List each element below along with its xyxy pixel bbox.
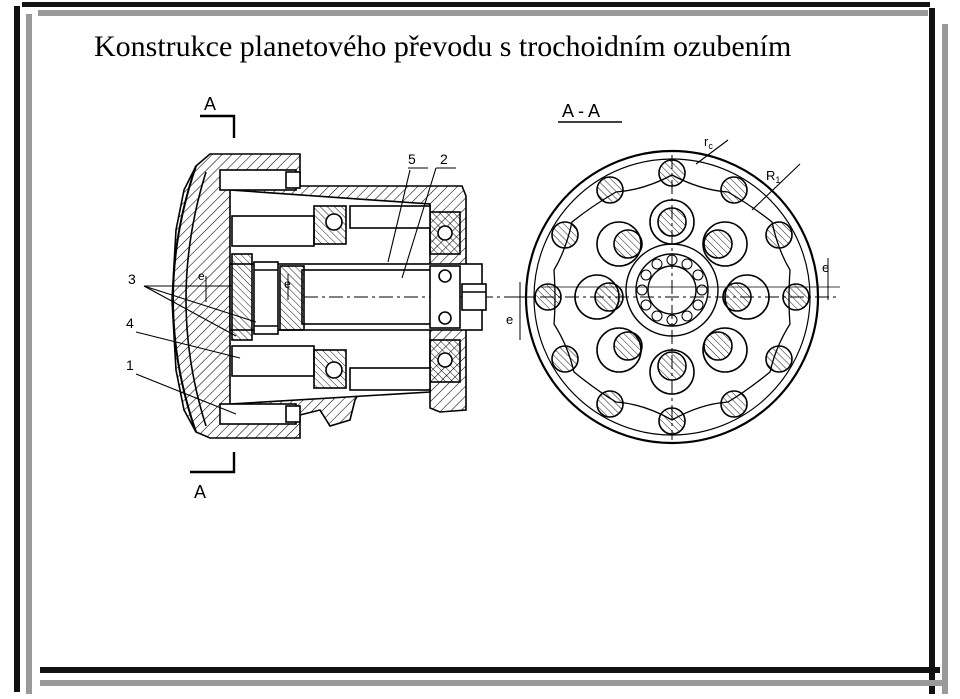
frame-bottom-gray [40,680,945,686]
part-label-3: 3 [128,271,136,287]
dim-e-left: e [198,269,205,283]
dim-r1: R1 [766,168,780,185]
dim-e-inner: e [284,277,291,291]
frame-right-gray [942,24,948,694]
frame-bottom-dark [40,667,940,673]
frame-left-dark [14,6,20,692]
outer-ring-pins [534,159,810,435]
frame-right-dark [929,8,935,694]
dim-e-right: e [822,260,829,275]
dim-e-center: e [506,312,513,327]
frame-top-dark [22,2,930,7]
part-label-1: 1 [126,357,134,373]
frame-top-gray [38,10,928,16]
part-label-5: 5 [408,151,416,167]
part-label-2: 2 [440,151,448,167]
section-mark-bottom: A [194,482,206,502]
slide-title: Konstrukce planetového převodu s trochoi… [94,30,792,63]
part-label-4: 4 [126,315,134,331]
longitudinal-section [135,114,536,474]
frame-left-gray [26,14,32,694]
output-pins [574,199,770,395]
needle-rollers [636,254,708,326]
dim-rc: rc [704,134,713,151]
section-mark-top: A [204,94,216,114]
cross-section-a-a [524,121,840,445]
section-title: A - A [562,101,600,121]
